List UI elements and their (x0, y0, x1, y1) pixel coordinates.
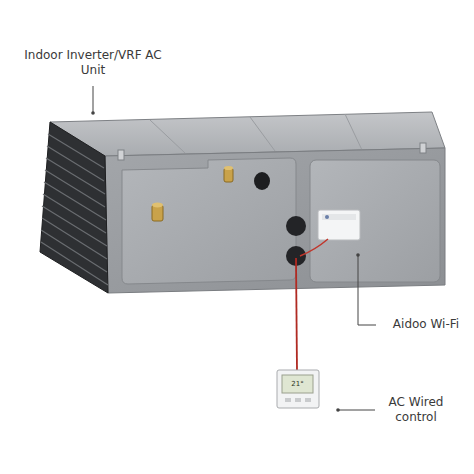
display-reading: 21° (283, 377, 312, 391)
control-label: AC Wired control (380, 395, 452, 425)
device-label: Aidoo Wi-Fi (381, 317, 471, 332)
unit-label: Indoor Inverter/VRF AC Unit (18, 48, 168, 78)
